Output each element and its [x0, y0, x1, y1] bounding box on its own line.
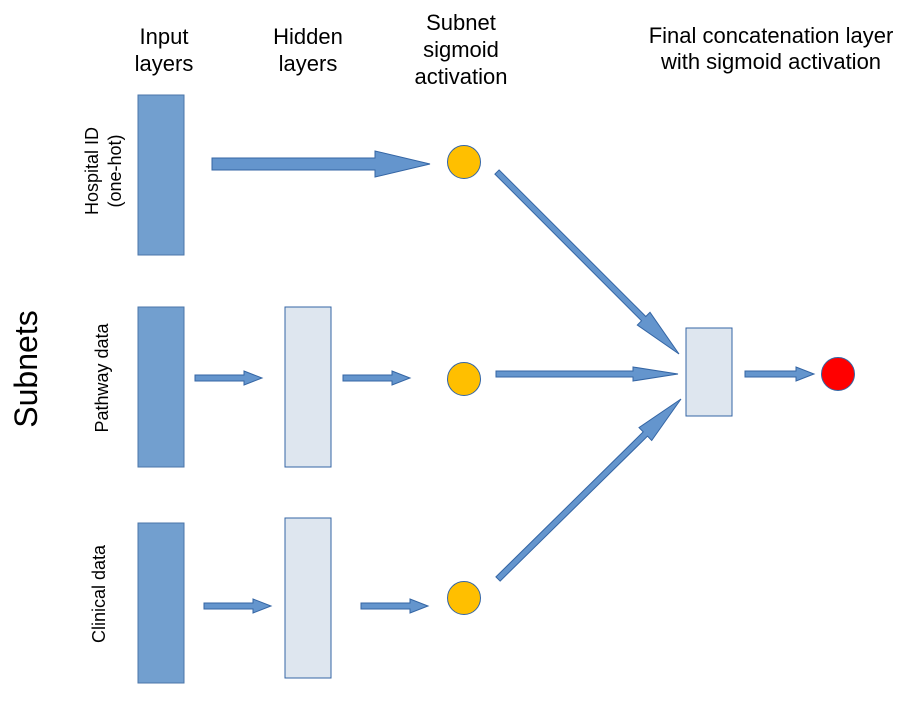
- row-label-clinical: Clinical data: [89, 544, 109, 643]
- subnets-label: Subnets: [8, 310, 44, 427]
- header-final-line2: with sigmoid activation: [660, 49, 881, 74]
- row-label-hospital-line2: (one-hot): [105, 134, 125, 207]
- arrow-clinical-hidden-to-node: [360, 598, 430, 614]
- arrow-clinical-input-to-hidden: [203, 598, 273, 614]
- header-input-line2: layers: [135, 51, 194, 76]
- concatenation-layer: [685, 327, 733, 417]
- arrow-pathway-input-to-hidden: [194, 370, 264, 386]
- header-subnet-line3: activation: [415, 64, 508, 89]
- arrow-clinical-node-to-concat: [495, 398, 682, 582]
- header-hidden-line1: Hidden: [273, 24, 343, 49]
- arrows-group: [194, 150, 816, 614]
- row-label-hospital-line1: Hospital ID: [82, 127, 102, 215]
- header-final-line1: Final concatenation layer: [649, 23, 894, 48]
- subnet-node-clinical: [447, 581, 481, 615]
- input-layer-hospital: [137, 94, 185, 256]
- header-subnet-line1: Subnet: [426, 10, 496, 35]
- arrow-concat-to-output: [744, 366, 816, 382]
- hidden-layer-clinical: [284, 517, 332, 679]
- output-node: [821, 357, 855, 391]
- subnet-node-pathway: [447, 362, 481, 396]
- arrow-hospital-node-to-concat: [494, 169, 680, 355]
- input-layer-clinical: [137, 522, 185, 684]
- header-subnet-line2: sigmoid: [423, 37, 499, 62]
- arrow-hospital-to-node: [211, 150, 431, 178]
- input-layer-pathway: [137, 306, 185, 468]
- arrow-pathway-node-to-concat: [495, 366, 679, 382]
- header-input-line1: Input: [140, 24, 189, 49]
- row-label-pathway: Pathway data: [92, 322, 112, 432]
- header-hidden-line2: layers: [279, 51, 338, 76]
- arrow-pathway-hidden-to-node: [342, 370, 412, 386]
- subnet-node-hospital: [447, 145, 481, 179]
- hidden-layer-pathway: [284, 306, 332, 468]
